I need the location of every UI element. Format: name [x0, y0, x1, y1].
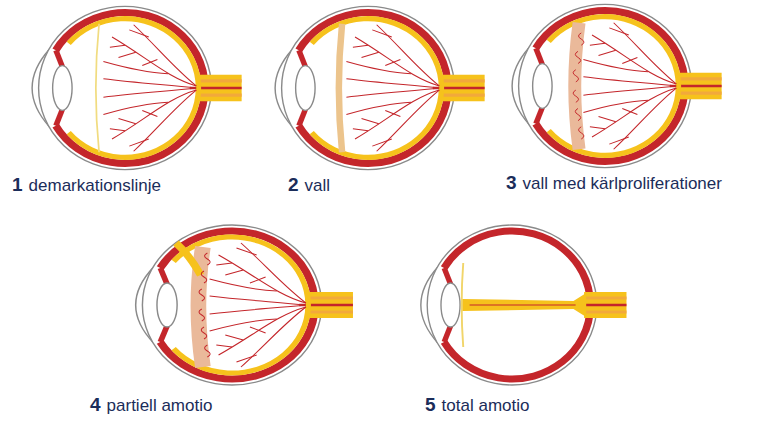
retinal-vessels — [346, 25, 439, 151]
retina — [549, 17, 679, 156]
stage-label: vall med kärlproliferationer — [523, 174, 722, 194]
stage-number: 1 — [12, 174, 23, 196]
retinal-vessels — [583, 23, 676, 149]
stage-label: vall — [305, 176, 331, 196]
demarcation-line — [96, 24, 99, 153]
eye-base — [421, 225, 627, 385]
stage-label: total amotio — [442, 396, 530, 416]
eye-base — [512, 4, 722, 167]
retinal-vessels — [103, 25, 196, 151]
retrolental-membrane — [462, 263, 464, 347]
eye-stage-5 — [421, 225, 627, 385]
vessel-proliferations — [573, 33, 584, 139]
eye-stage-1 — [32, 6, 242, 169]
retina — [312, 19, 442, 158]
stage-number: 4 — [90, 394, 101, 416]
eye-base — [32, 6, 242, 169]
eye-base — [136, 225, 353, 385]
central-vessel — [470, 304, 576, 305]
stage-number: 5 — [425, 394, 436, 416]
stage-label: demarkationslinje — [29, 176, 161, 196]
eye-base — [275, 6, 485, 169]
ridge — [339, 24, 342, 153]
vessel-proliferations — [199, 253, 210, 357]
eye-stage-2 — [275, 6, 485, 169]
eye-stage-4 — [136, 225, 353, 385]
retinal-vessels — [210, 243, 306, 367]
retina — [174, 237, 309, 373]
eye-stage-3 — [512, 4, 722, 167]
stage-number: 2 — [288, 174, 299, 196]
stage-number: 3 — [506, 172, 517, 194]
detached-retina — [176, 243, 201, 275]
retina — [69, 19, 199, 158]
stage-label: partiell amotio — [107, 396, 213, 416]
retinal-funnel — [462, 293, 586, 317]
